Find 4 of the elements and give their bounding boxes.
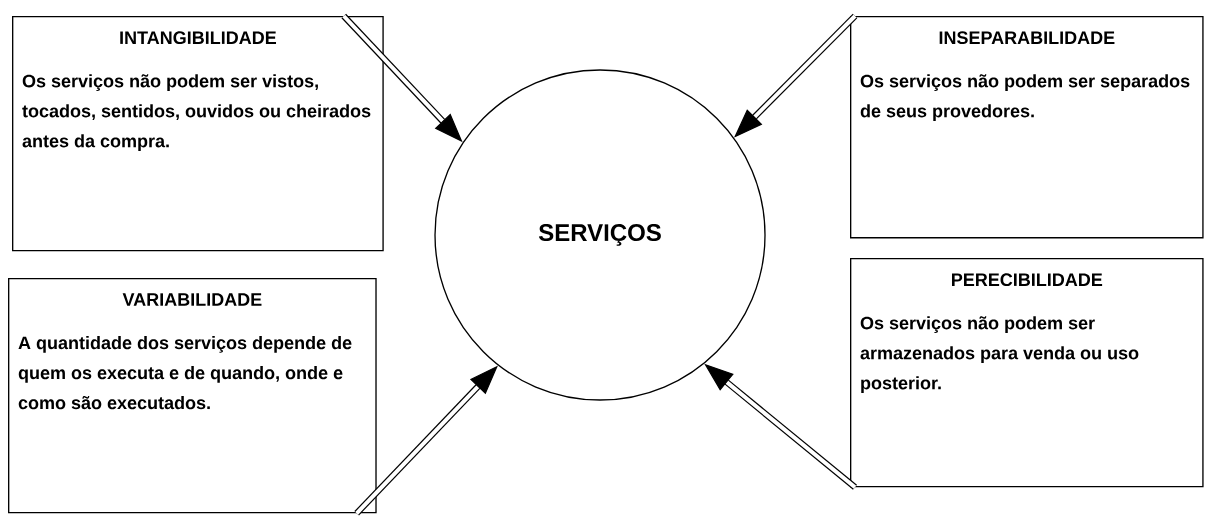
text-box: INSEPARABILIDADE Os serviços não podem ser separados de seus provedores. <box>850 16 1204 239</box>
text-box: VARIABILIDADE A quantidade dos serviços depende de quem os executa e de quando, onde e como são executados. <box>8 278 377 514</box>
text-box: PERECIBILIDADE Os serviços não podem ser armazenados para venda ou uso posterior. <box>850 258 1204 488</box>
text-box: INTANGIBILIDADE Os serviços não podem ser vistos, tocados, sentidos, ouvidos ou cheirados antes da compra. <box>12 16 384 252</box>
